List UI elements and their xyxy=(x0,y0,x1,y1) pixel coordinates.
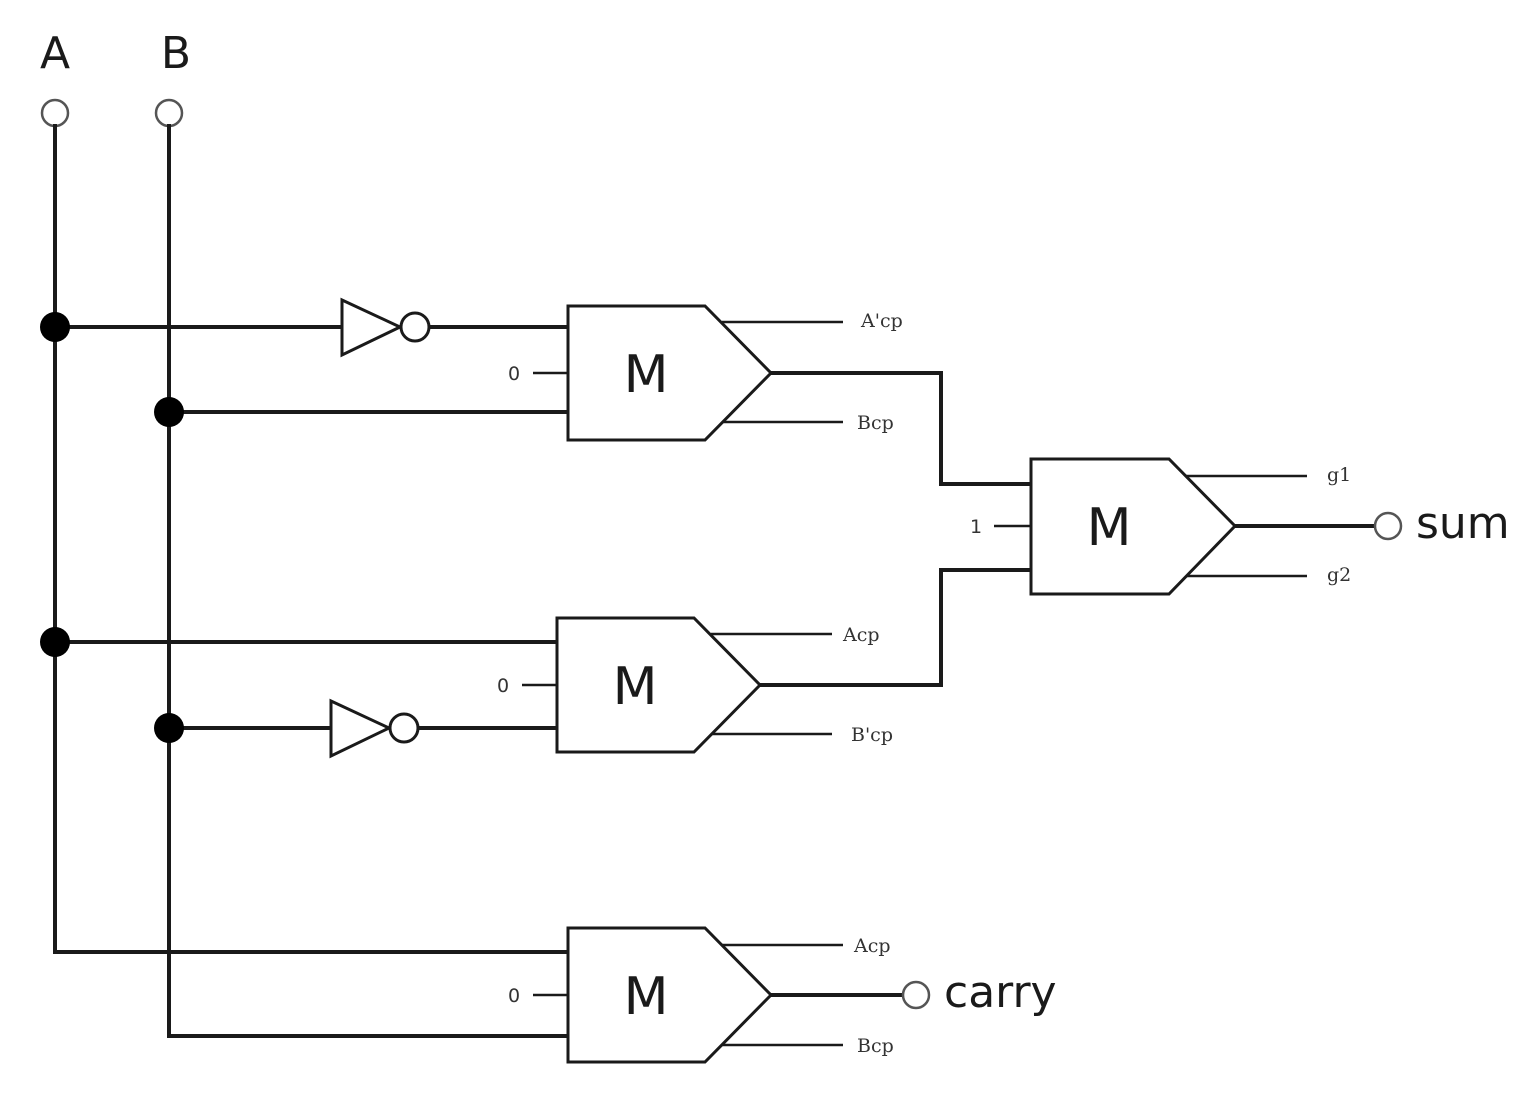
mux-gate-m2: M 0 Acp B'cp xyxy=(497,616,893,754)
gate-m1-out-top: A'cp xyxy=(860,310,903,332)
mux-gate-m3: M 1 g1 g2 xyxy=(970,457,1351,596)
gate-m2-const: 0 xyxy=(497,675,509,697)
not-gate-a xyxy=(340,297,431,358)
gate-m1-out-bottom: Bcp xyxy=(857,412,894,434)
gate-m3-out-bottom: g2 xyxy=(1327,564,1351,586)
gate-m3-out-top: g1 xyxy=(1327,464,1351,486)
wire-m2-to-m3 xyxy=(758,568,1033,687)
gate-m4-out-bottom: Bcp xyxy=(857,1035,894,1057)
gate-m1-label: M xyxy=(624,345,669,405)
junction-dot-a2 xyxy=(40,627,70,657)
output-terminal-carry xyxy=(901,980,931,1010)
mux-gate-m1: M 0 A'cp Bcp xyxy=(508,304,903,442)
output-terminal-sum xyxy=(1373,511,1403,541)
gate-m4-out-top: Acp xyxy=(853,935,891,957)
input-label-b: B xyxy=(161,28,191,79)
input-terminal-b xyxy=(154,98,184,128)
mux-gate-m4: M 0 Acp Bcp xyxy=(508,926,894,1064)
input-label-a: A xyxy=(40,28,70,79)
gate-m2-out-bottom: B'cp xyxy=(851,724,893,746)
junction-dot-b2 xyxy=(154,713,184,743)
junction-dot-b1 xyxy=(154,397,184,427)
gate-m1-const: 0 xyxy=(508,363,520,385)
gate-m2-label: M xyxy=(613,657,658,717)
output-label-carry: carry xyxy=(944,967,1057,1018)
output-label-sum: sum xyxy=(1416,498,1510,549)
gate-m3-label: M xyxy=(1087,498,1132,558)
gate-m2-out-top: Acp xyxy=(842,624,880,646)
input-terminal-a xyxy=(40,98,70,128)
gate-m4-label: M xyxy=(624,967,669,1027)
gate-m3-const: 1 xyxy=(970,516,982,538)
junction-dot-a1 xyxy=(40,312,70,342)
not-gate-b xyxy=(329,698,420,759)
wire-m1-to-m3 xyxy=(769,371,1033,486)
gate-m4-const: 0 xyxy=(508,985,520,1007)
